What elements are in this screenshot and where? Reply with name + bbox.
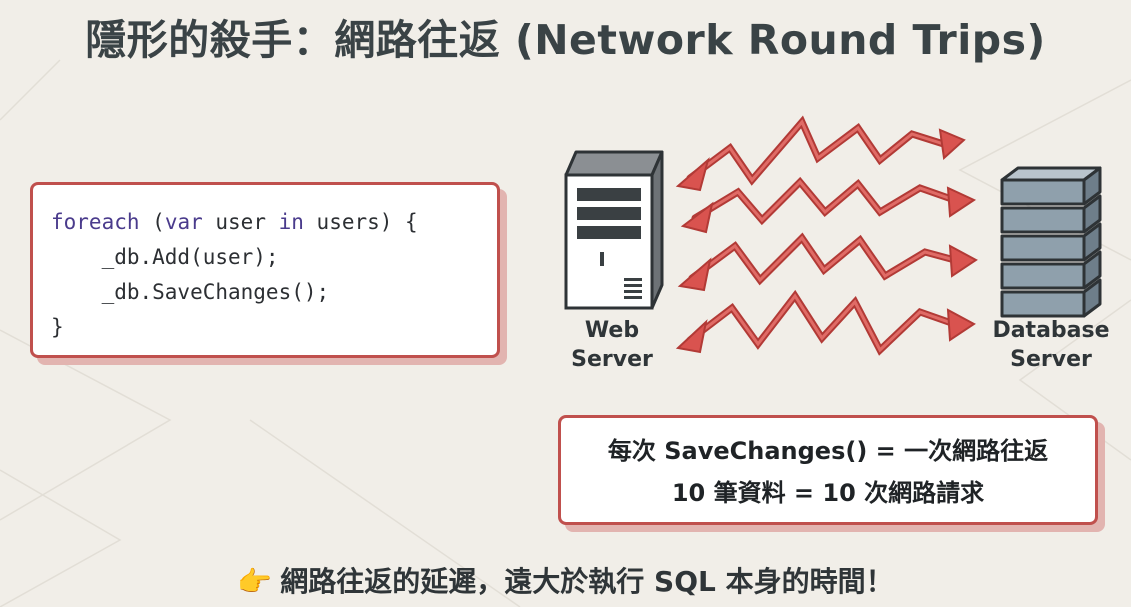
network-diagram xyxy=(564,115,1102,356)
code-line-foreach: foreach (var user in users) { xyxy=(51,205,418,240)
round-trip-arrow-3 xyxy=(688,232,966,286)
code-line-close: } xyxy=(51,315,64,339)
web-server-label: Web Server xyxy=(542,316,682,374)
code-block: foreach (var user in users) { _db.Add(us… xyxy=(51,205,418,345)
info-line-ten-requests: 10 筆資料 = 10 次網路請求 xyxy=(671,479,985,507)
code-keyword: in xyxy=(278,210,304,234)
page-title: 隱形的殺手：網路往返 (Network Round Trips) xyxy=(85,16,1046,64)
database-server-label-line1: Database xyxy=(992,318,1110,343)
code-line-add: _db.Add(user); xyxy=(51,245,279,269)
database-server-label-line2: Server xyxy=(1010,347,1092,372)
web-server-label-line2: Server xyxy=(571,347,653,372)
code-text: user xyxy=(202,210,279,234)
code-snippet-box: foreach (var user in users) { _db.Add(us… xyxy=(30,182,500,358)
code-text: users) { xyxy=(303,210,418,234)
code-keyword: var xyxy=(164,210,203,234)
arrow-heads xyxy=(675,128,978,354)
info-line-per-savechanges: 每次 SaveChanges() = 一次網路往返 xyxy=(607,437,1049,465)
web-server-icon xyxy=(564,150,664,310)
round-trip-info-box: 每次 SaveChanges() = 一次網路往返 10 筆資料 = 10 次網… xyxy=(558,415,1098,525)
bottom-note: 👉網路往返的延遲，遠大於執行 SQL 本身的時間！ xyxy=(0,560,1131,600)
round-trip-arrow-2 xyxy=(691,176,964,226)
pointing-hand-icon: 👉 xyxy=(237,565,273,598)
web-server-label-line1: Web xyxy=(584,318,640,343)
code-line-savechanges: _db.SaveChanges(); xyxy=(51,280,330,304)
round-trip-arrows xyxy=(686,115,966,356)
round-trip-arrow-1 xyxy=(686,115,954,186)
code-text: ( xyxy=(139,210,165,234)
code-keyword: foreach xyxy=(51,210,140,234)
round-trip-arrow-4 xyxy=(686,289,964,356)
database-server-icon xyxy=(1000,166,1102,318)
database-server-label: Database Server xyxy=(981,316,1121,374)
bottom-note-text: 網路往返的延遲，遠大於執行 SQL 本身的時間！ xyxy=(280,565,894,598)
